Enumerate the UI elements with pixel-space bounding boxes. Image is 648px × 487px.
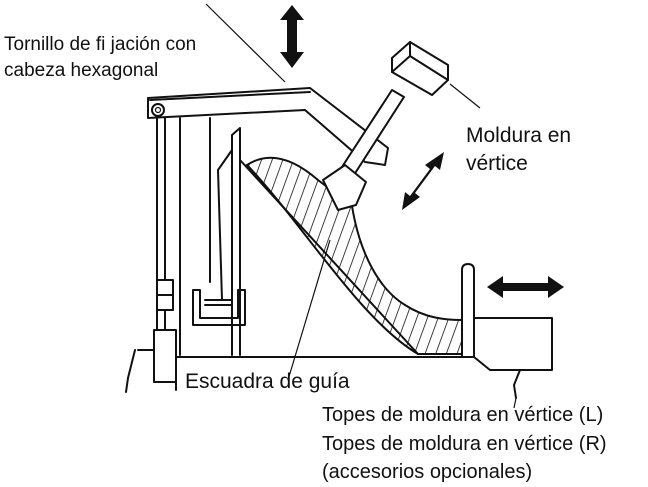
- label-stops-line3: (accesorios opcionales): [322, 461, 532, 483]
- tapered-member: [217, 149, 233, 301]
- leader-stops: [513, 397, 517, 409]
- label-stops-line2: Topes de moldura en vértice (R): [322, 433, 607, 455]
- leader-hex-screw: [205, 3, 286, 83]
- double-arrow-diagonal-icon: [402, 152, 444, 210]
- clamp-pad: [322, 164, 367, 211]
- leader-guide-square: [287, 239, 331, 381]
- label-hex-screw-line1: Tornillo de fi jación con: [4, 34, 196, 55]
- channel-bracket: [192, 289, 246, 326]
- post-clamp: [153, 329, 177, 383]
- top-arm: [147, 87, 389, 166]
- hex-screw-head: [151, 103, 165, 117]
- label-stops-line1: Topes de moldura en vértice (L): [322, 404, 603, 426]
- leader-crown: [449, 83, 481, 109]
- clamp-knob: [391, 41, 449, 96]
- right-fence: [461, 263, 475, 358]
- guide-square-body: [231, 127, 419, 356]
- label-hex-screw-line2: cabeza hexagonal: [4, 60, 158, 81]
- frame-wall: [179, 117, 211, 356]
- label-crown-line1: Moldura en: [466, 124, 571, 147]
- label-crown-line2: vértice: [466, 152, 528, 175]
- double-arrow-horizontal-icon: [487, 276, 564, 298]
- double-arrow-vertical-icon: [280, 5, 304, 68]
- crown-molding-section: [245, 156, 463, 355]
- label-guide-square: Escuadra de guía: [185, 370, 350, 393]
- post-clamp-foot: [125, 349, 177, 393]
- right-stop-table: [473, 317, 553, 371]
